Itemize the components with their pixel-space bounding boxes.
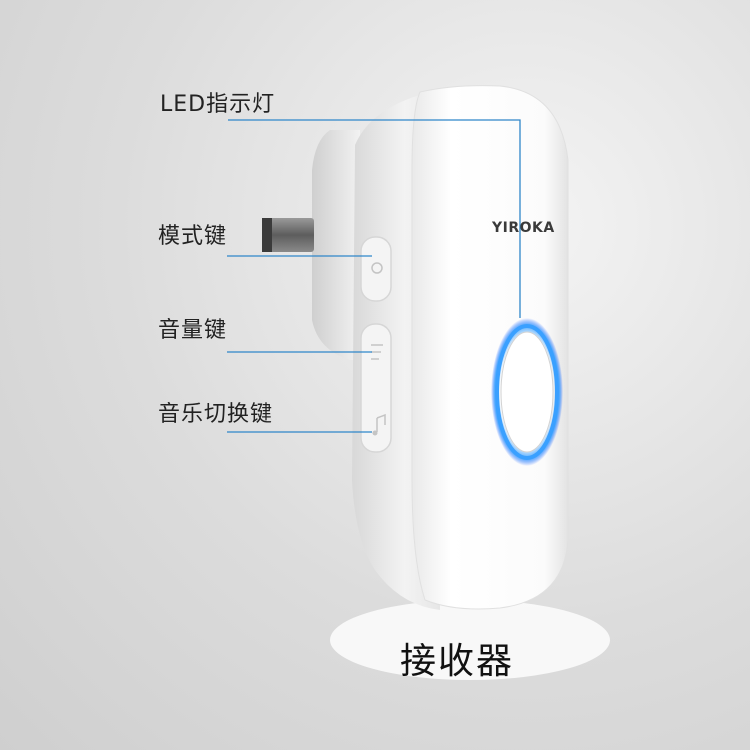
callout-label-volume: 音量键 bbox=[158, 318, 228, 343]
callout-line-led bbox=[228, 119, 521, 318]
volume-music-button[interactable] bbox=[360, 323, 392, 453]
callout-label-mode: 模式键 bbox=[158, 224, 228, 249]
volume-icon bbox=[371, 344, 383, 360]
callout-label-led: LED指示灯 bbox=[160, 92, 276, 117]
callout-lines bbox=[227, 119, 521, 433]
floor-reflection bbox=[330, 600, 610, 680]
plug-prong bbox=[262, 218, 314, 252]
brand-logo: YIROKA bbox=[492, 220, 555, 236]
callout-label-music: 音乐切换键 bbox=[158, 402, 274, 427]
mode-icon bbox=[371, 262, 383, 274]
music-note-dot bbox=[372, 430, 378, 436]
plug-prong-shadow bbox=[262, 218, 272, 252]
led-ring bbox=[495, 324, 559, 460]
led-button-face[interactable] bbox=[500, 331, 554, 453]
mode-button[interactable] bbox=[360, 236, 392, 302]
product-label: 接收器 bbox=[400, 641, 515, 682]
plug-base bbox=[312, 130, 360, 360]
device-body bbox=[411, 85, 569, 610]
music-note-icon bbox=[376, 413, 386, 432]
